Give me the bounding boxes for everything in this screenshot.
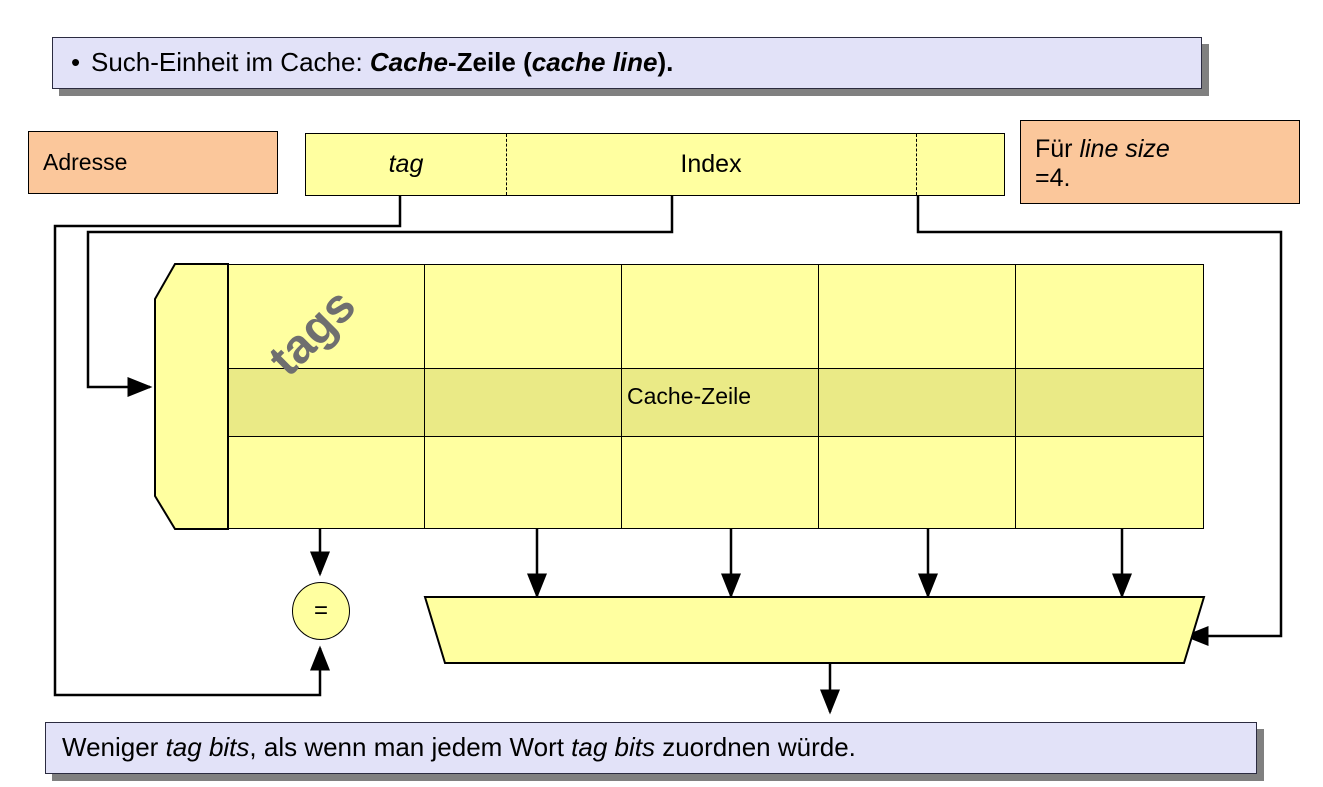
line-size-note-box: Für line size =4. [1020, 120, 1300, 204]
footer-callout: Weniger tag bits, als wenn man jedem Wor… [45, 722, 1257, 774]
address-label-box: Adresse [28, 131, 278, 194]
footer-part2: , als wenn man jedem Wort [249, 732, 572, 763]
line-size-note-line1: Für line size [1035, 135, 1170, 165]
footer-text: Weniger tag bits, als wenn man jedem Wor… [62, 732, 856, 763]
footer-part3: zuordnen würde. [655, 732, 856, 763]
address-field-index-label: Index [680, 150, 742, 178]
footer-emphasis-2: tag bits [571, 732, 655, 763]
line-size-note-emphasis: line size [1079, 134, 1170, 163]
cache-column-divider-2 [621, 265, 622, 528]
bullet-icon: • [71, 47, 81, 78]
cache-array: Cache-Zeile [228, 264, 1204, 529]
address-field-tag-label: tag [388, 150, 424, 178]
cache-row-divider-1 [229, 368, 1203, 369]
address-bar: tag Index [305, 133, 1005, 196]
footer-part1: Weniger [62, 732, 166, 763]
address-field-offset [916, 134, 1004, 195]
comparator-symbol: = [313, 597, 328, 624]
title-emphasis-cache: Cache [369, 47, 448, 78]
address-divider-1 [506, 134, 507, 195]
cache-column-divider-4 [1015, 265, 1016, 528]
cache-column-divider-1 [424, 265, 425, 528]
address-label-text: Adresse [43, 149, 128, 175]
address-field-tag: tag [306, 134, 506, 195]
line-size-note-line2: =4. [1035, 164, 1071, 192]
tag-comparator: = [292, 582, 350, 640]
footer-emphasis-1: tag bits [165, 732, 250, 763]
cache-row-divider-2 [229, 436, 1203, 437]
cache-column-divider-3 [818, 265, 819, 528]
title-text: • Such-Einheit im Cache: Cache-Zeile (cac… [71, 47, 674, 78]
address-divider-2 [916, 134, 917, 195]
address-field-index: Index [506, 134, 916, 195]
title-callout: • Such-Einheit im Cache: Cache-Zeile (cac… [52, 37, 1202, 89]
title-tail: ). [657, 47, 674, 78]
title-emphasis-cacheline: cache line [531, 47, 658, 78]
line-size-note-lead: Für [1035, 134, 1080, 163]
title-lead: Such-Einheit im Cache: [91, 47, 370, 78]
title-mid: -Zeile ( [447, 47, 532, 78]
cache-line-label: Cache-Zeile [627, 383, 751, 409]
